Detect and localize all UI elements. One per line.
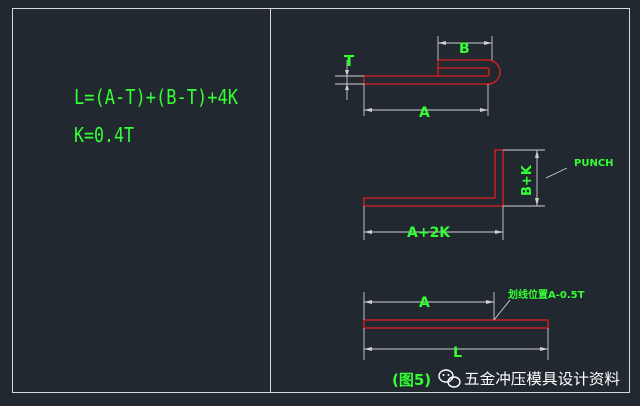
label-score: 划线位置A-0.5T	[508, 288, 585, 301]
hem-part	[363, 59, 501, 85]
dim-t	[335, 60, 364, 100]
label-l: L	[453, 345, 462, 361]
dim-b-top	[437, 36, 493, 60]
formula-line-1: L=(A-T)+(B-T)+4K	[74, 85, 238, 109]
drawing-border	[12, 8, 630, 393]
watermark-text: 五金冲压模具设计资料	[464, 370, 620, 388]
dim-a2k	[363, 206, 504, 240]
flat-blank-part	[363, 319, 549, 329]
l-bend-part	[363, 149, 504, 207]
score-leader	[493, 299, 511, 321]
label-t: T	[344, 52, 355, 70]
label-a-top: A	[419, 105, 430, 121]
label-a-bottom: A	[419, 295, 430, 311]
dim-bk	[503, 149, 545, 207]
formula-line-2: K=0.4T	[74, 123, 134, 147]
label-b-top: B	[459, 41, 470, 57]
label-bk: B+K	[520, 164, 535, 196]
punch-leader	[545, 167, 568, 179]
figure-caption: (图5)	[392, 371, 431, 389]
wechat-icon	[438, 369, 461, 388]
dim-a-top	[363, 84, 489, 116]
label-punch: PUNCH	[574, 158, 614, 169]
dim-a-bottom	[363, 292, 495, 320]
dim-l	[363, 328, 549, 360]
label-a2k: A+2K	[407, 225, 451, 241]
